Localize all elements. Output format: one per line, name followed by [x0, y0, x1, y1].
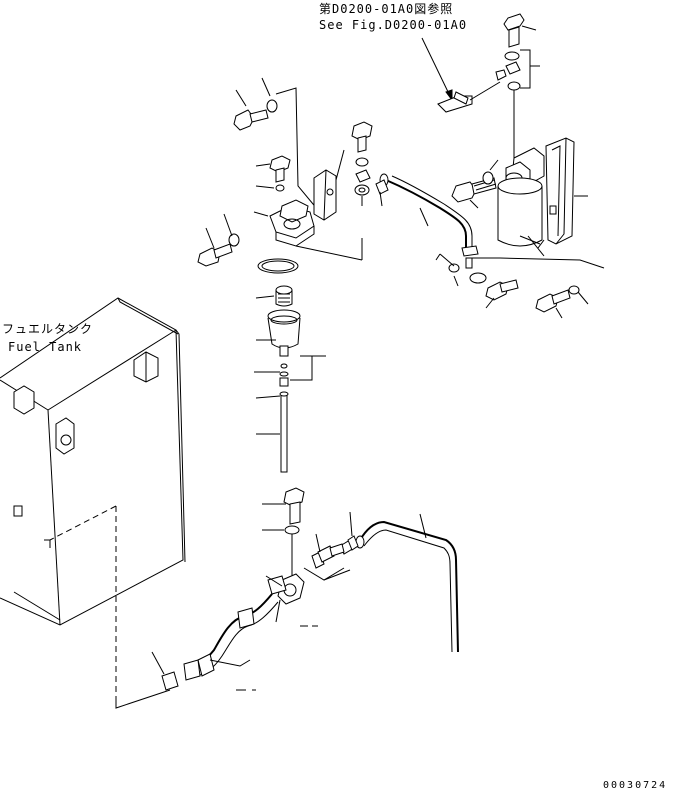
document-number: 00030724 [603, 780, 668, 791]
lower-fasteners [262, 487, 305, 580]
lower-fuel-pipe [151, 511, 459, 691]
upper-right-fasteners [495, 13, 540, 160]
filter-bowl-stack [254, 258, 326, 473]
fuel-tank [0, 297, 186, 709]
upper-fuel-pipe [379, 173, 605, 319]
reference-label-english: See Fig.D0200-01A0 [319, 18, 468, 32]
center-bolt-stack [351, 121, 389, 207]
right-filter-assembly [451, 137, 588, 249]
fuel-tank-label-japanese: フュエルタンク [2, 322, 94, 336]
fuel-tank-label-english: Fuel Tank [8, 340, 83, 354]
left-filter-head [197, 77, 363, 267]
reference-pointer [421, 37, 501, 113]
reference-label-japanese: 第D0200-01A0図参照 [319, 2, 454, 16]
